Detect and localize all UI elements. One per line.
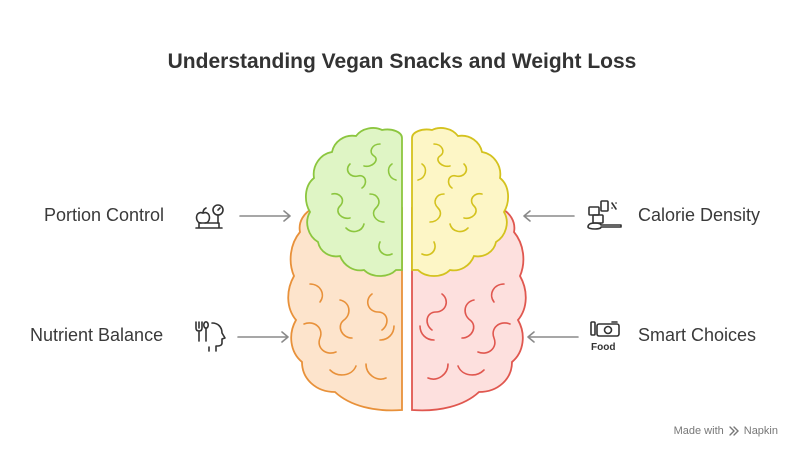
brain-diagram — [287, 127, 527, 412]
brain-top-right-lobe — [411, 127, 509, 277]
calorie-density-label: Calorie Density — [638, 205, 761, 225]
brain-top-left-lobe — [305, 127, 403, 277]
svg-text:Food: Food — [591, 342, 615, 353]
napkin-brand-text: Napkin — [743, 425, 778, 437]
smart-choices-label: Smart Choices — [638, 325, 757, 345]
arrow-portion-control — [239, 210, 291, 222]
page-title: Understanding Vegan Snacks and Weight Lo… — [167, 50, 637, 73]
fork-head-icon — [195, 320, 226, 352]
nutrient-balance-label: Nutrient Balance — [30, 325, 164, 345]
napkin-logo-icon — [729, 426, 739, 436]
measuring-spoon-icon — [587, 200, 622, 230]
food-camera-icon: Food — [590, 321, 620, 353]
arrow-calorie-density — [523, 210, 575, 222]
made-with-text: Made with — [673, 425, 724, 437]
arrow-nutrient-balance — [237, 331, 289, 343]
arrow-smart-choices — [527, 331, 579, 343]
portion-control-label: Portion Control — [44, 205, 165, 225]
footer-attribution: Made with Napkin — [674, 425, 778, 437]
scale-apple-icon — [195, 204, 224, 229]
